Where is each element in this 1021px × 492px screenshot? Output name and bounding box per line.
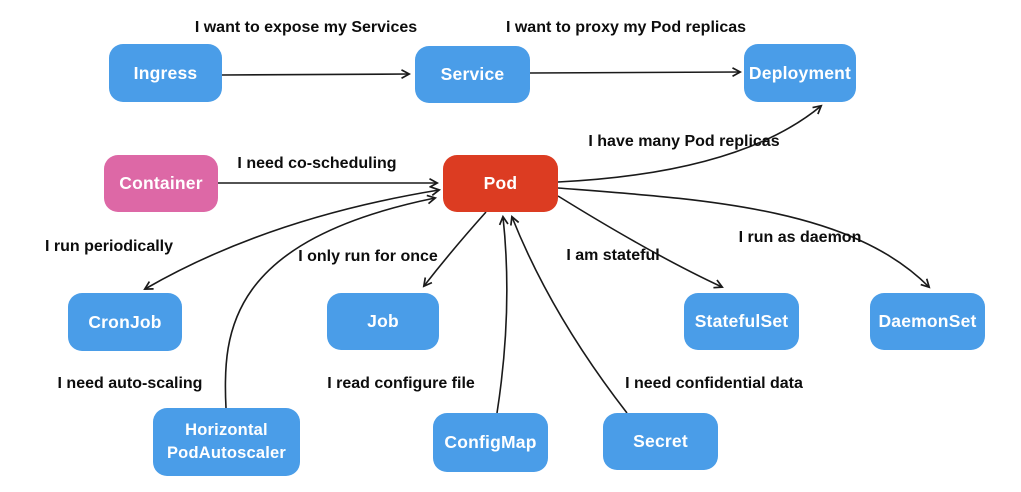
edge-label-many-replicas: I have many Pod replicas [588, 133, 779, 150]
pod-box [443, 155, 558, 212]
container-box [104, 155, 218, 212]
edge-hpa-to-pod [224, 198, 435, 409]
configmap-box [433, 413, 548, 472]
deployment-label: Deployment [749, 63, 851, 83]
secret-box [603, 413, 718, 470]
ingress-label: Ingress [134, 63, 198, 83]
edge-ingress-to-service [221, 74, 409, 75]
horizontal-pod-autoscaler-box [153, 408, 300, 476]
node-secret: Secret [603, 413, 718, 470]
edge-configmap-to-pod [496, 217, 507, 414]
edge-service-to-deployment [529, 72, 740, 73]
daemonset-label: DaemonSet [878, 311, 976, 331]
node-container: Container [104, 155, 218, 212]
pod-label: Pod [484, 173, 518, 193]
edge-label-stateful: I am stateful [566, 247, 659, 264]
edge-label-confidential-data: I need confidential data [625, 375, 803, 392]
service-label: Service [441, 64, 505, 84]
job-box [327, 293, 439, 350]
cronjob-label: CronJob [88, 312, 161, 332]
node-configmap: ConfigMap [433, 413, 548, 472]
secret-label: Secret [633, 431, 688, 451]
ingress-box [109, 44, 222, 102]
edge-labels: I want to expose my Services I want to p… [45, 19, 861, 392]
node-pod: Pod [443, 155, 558, 212]
container-label: Container [119, 173, 202, 193]
edge-label-daemon: I run as daemon [739, 229, 862, 246]
edge-pod-to-deployment [557, 106, 821, 183]
node-cronjob: CronJob [68, 293, 182, 351]
edge-pod-to-statefulset [557, 195, 722, 287]
edge-cronjob-pod-two-way [145, 190, 439, 289]
horizontal-pod-autoscaler-label-line1: Horizontal [185, 421, 268, 439]
edge-label-run-once: I only run for once [298, 248, 438, 265]
statefulset-label: StatefulSet [695, 311, 789, 331]
edge-label-auto-scaling: I need auto-scaling [58, 375, 203, 392]
nodes: Ingress Service Deployment Container Pod [68, 44, 985, 476]
cronjob-box [68, 293, 182, 351]
edge-label-run-periodically: I run periodically [45, 238, 173, 255]
daemonset-box [870, 293, 985, 350]
node-horizontal-pod-autoscaler: Horizontal PodAutoscaler [153, 408, 300, 476]
node-ingress: Ingress [109, 44, 222, 102]
node-daemonset: DaemonSet [870, 293, 985, 350]
deployment-box [744, 44, 856, 102]
edge-label-configure-file: I read configure file [327, 375, 475, 392]
edge-secret-to-pod [512, 217, 628, 414]
edge-label-expose-services: I want to expose my Services [195, 19, 417, 36]
node-statefulset: StatefulSet [684, 293, 799, 350]
edges [145, 72, 929, 414]
configmap-label: ConfigMap [444, 432, 536, 452]
edge-pod-to-daemonset [557, 187, 929, 287]
node-service: Service [415, 46, 530, 103]
statefulset-box [684, 293, 799, 350]
node-job: Job [327, 293, 439, 350]
node-deployment: Deployment [744, 44, 856, 102]
service-box [415, 46, 530, 103]
edge-pod-to-job [424, 211, 487, 286]
job-label: Job [367, 311, 399, 331]
edge-label-co-scheduling: I need co-scheduling [237, 155, 396, 172]
horizontal-pod-autoscaler-label-line2: PodAutoscaler [167, 444, 286, 462]
edge-label-proxy-replicas: I want to proxy my Pod replicas [506, 19, 746, 36]
